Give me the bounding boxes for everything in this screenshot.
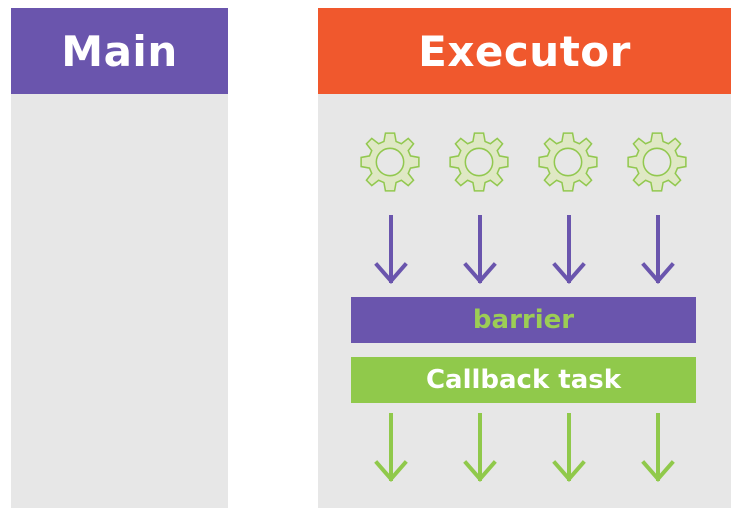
down-arrow-green-icon bbox=[552, 413, 586, 483]
barrier-label: barrier bbox=[472, 305, 575, 335]
callback-task-bar: Callback task bbox=[351, 357, 696, 403]
executor-header: Executor bbox=[318, 8, 731, 94]
down-arrow-green-icon bbox=[374, 413, 408, 483]
callback-task-label: Callback task bbox=[425, 365, 622, 395]
down-arrow-purple-icon bbox=[374, 215, 408, 285]
executor-title: Executor bbox=[418, 26, 631, 76]
main-header: Main bbox=[11, 8, 228, 94]
down-arrow-green-icon bbox=[641, 413, 675, 483]
barrier-bar: barrier bbox=[351, 297, 696, 343]
gear-icon bbox=[627, 132, 687, 192]
executor-column: Executor bbox=[318, 8, 731, 508]
main-column: Main bbox=[11, 8, 228, 508]
down-arrow-green-icon bbox=[463, 413, 497, 483]
down-arrow-purple-icon bbox=[463, 215, 497, 285]
gear-icon bbox=[538, 132, 598, 192]
down-arrow-purple-icon bbox=[552, 215, 586, 285]
main-title: Main bbox=[61, 26, 178, 76]
gear-icon bbox=[449, 132, 509, 192]
gear-icon bbox=[360, 132, 420, 192]
down-arrow-purple-icon bbox=[641, 215, 675, 285]
